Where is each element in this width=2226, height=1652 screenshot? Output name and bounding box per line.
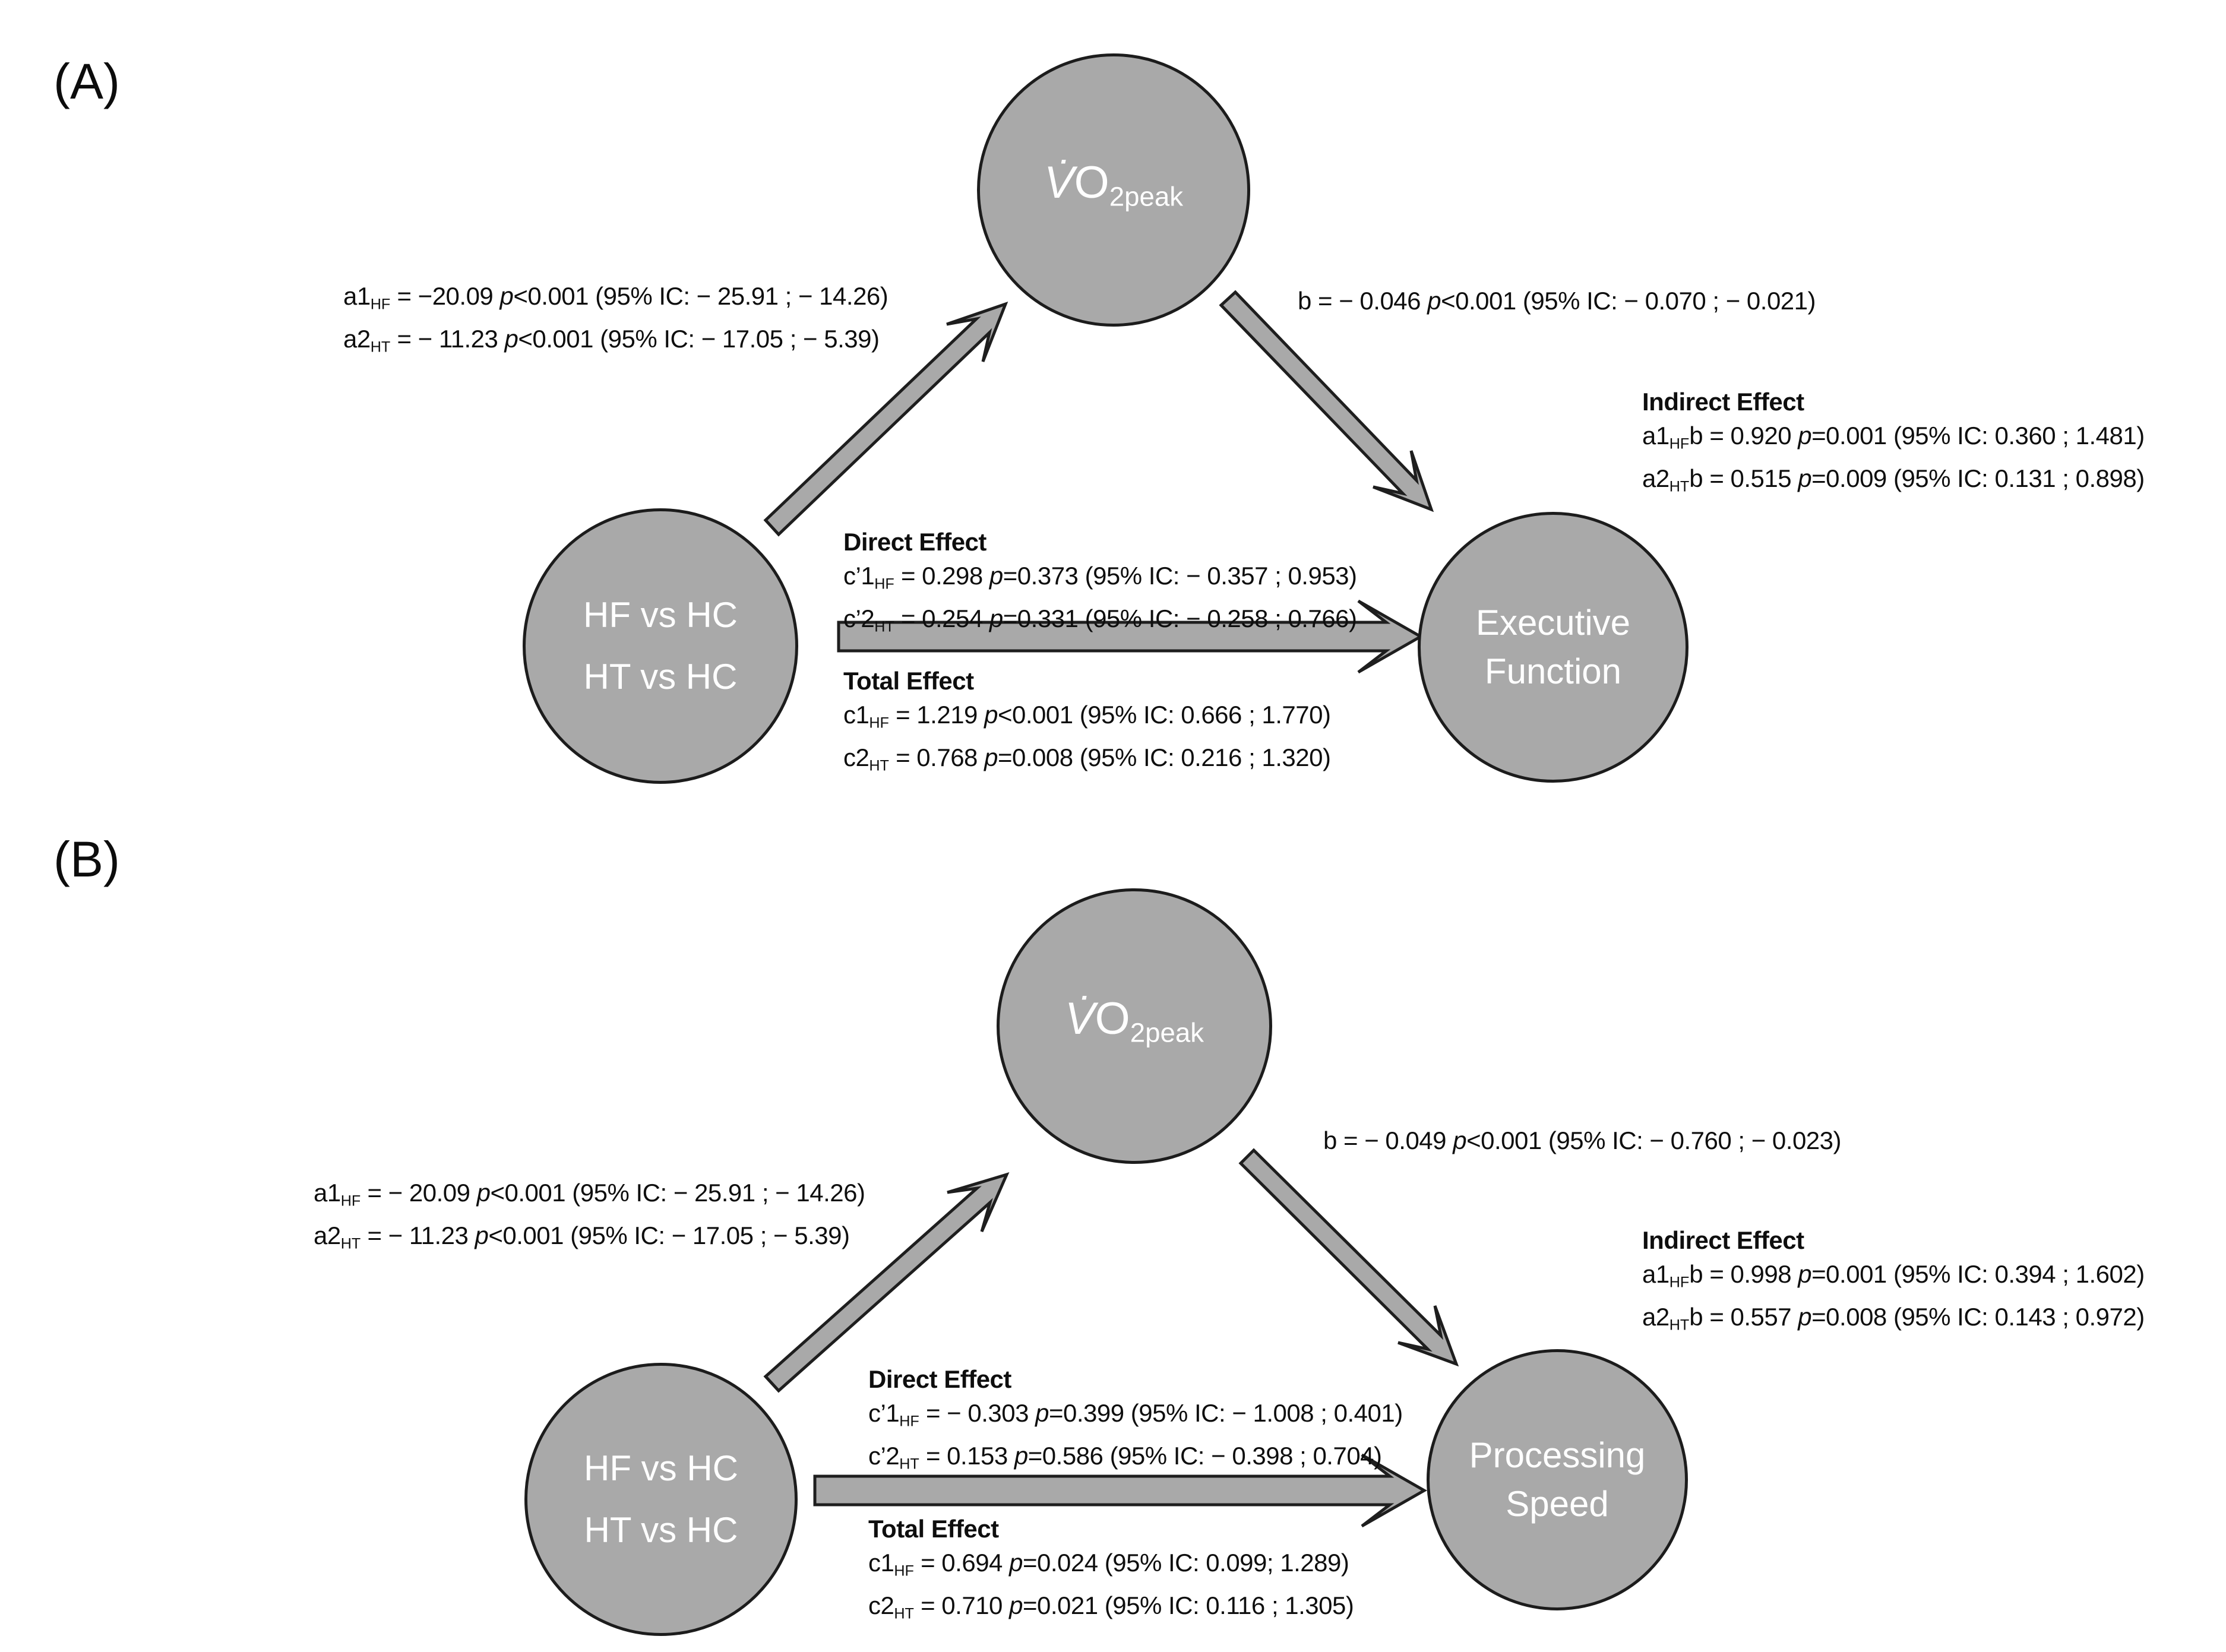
stat-line: c’1HF = 0.298 p=0.373 (95% IC: − 0.357 ;… — [843, 562, 1357, 593]
stat-line: a1HF = −20.09 p<0.001 (95% IC: − 25.91 ;… — [343, 282, 888, 313]
stat-line: c2HT = 0.710 p=0.021 (95% IC: 0.116 ; 1.… — [868, 1591, 1354, 1622]
stat-line: a2HT = − 11.23 p<0.001 (95% IC: − 17.05 … — [314, 1221, 850, 1252]
panel-b-b-path-arrow — [1238, 1148, 1459, 1367]
panel-a-total-effect: Total Effect c1HF = 1.219 p<0.001 (95% I… — [843, 664, 1331, 783]
total-effect-heading: Total Effect — [868, 1515, 999, 1543]
panel-a-predictor-line-2: HT vs HC — [583, 657, 738, 697]
panel-b-predictor-line-1: HF vs HC — [584, 1448, 738, 1488]
panel-a-outcome-line-2: Function — [1484, 651, 1622, 691]
direct-effect-heading: Direct Effect — [843, 528, 986, 556]
panel-b-total-effect: Total Effect c1HF = 0.694 p=0.024 (95% I… — [868, 1512, 1354, 1631]
panel-b-outcome-line-2: Speed — [1506, 1484, 1609, 1524]
panel-b-predictor-node: HF vs HC HT vs HC — [524, 1363, 798, 1636]
indirect-effect-heading: Indirect Effect — [1642, 388, 1804, 416]
panel-b-outcome-line-1: Processing — [1469, 1435, 1646, 1475]
panel-a-label: (A) — [53, 53, 120, 109]
panel-b-direct-effect: Direct Effect c’1HF = − 0.303 p=0.399 (9… — [868, 1362, 1403, 1481]
stat-line: a2HT = − 11.23 p<0.001 (95% IC: − 17.05 … — [343, 324, 880, 356]
stat-line: a2HTb = 0.515 p=0.009 (95% IC: 0.131 ; 0… — [1642, 464, 2145, 495]
direct-effect-heading: Direct Effect — [868, 1365, 1011, 1393]
stat-line: b = − 0.049 p<0.001 (95% IC: − 0.760 ; −… — [1323, 1126, 1842, 1154]
panel-a-direct-path-arrow — [837, 599, 1424, 674]
panel-a-outcome-node: Executive Function — [1418, 512, 1689, 783]
panel-b-label: (B) — [53, 831, 120, 887]
panel-a-a-path-arrow — [763, 301, 1008, 537]
panel-a-mediator-node: V̇O2peak — [977, 53, 1250, 327]
panel-b-direct-path-arrow — [813, 1453, 1428, 1528]
stat-line: a1HF = − 20.09 p<0.001 (95% IC: − 25.91 … — [314, 1179, 865, 1210]
stat-line: b = − 0.046 p<0.001 (95% IC: − 0.070 ; −… — [1298, 287, 1816, 315]
panel-a-direct-effect: Direct Effect c’1HF = 0.298 p=0.373 (95%… — [843, 525, 1357, 644]
panel-b-b-path-stat: b = − 0.049 p<0.001 (95% IC: − 0.760 ; −… — [1323, 1124, 1842, 1157]
panel-b-mediator-label: V̇O2peak — [1064, 993, 1204, 1048]
panel-a-predictor-line-1: HF vs HC — [583, 595, 738, 635]
panel-b-a-path-stats: a1HF = − 20.09 p<0.001 (95% IC: − 25.91 … — [314, 1176, 865, 1261]
stat-line: c2HT = 0.768 p=0.008 (95% IC: 0.216 ; 1.… — [843, 743, 1331, 774]
panel-b-predictor-line-2: HT vs HC — [584, 1510, 738, 1550]
panel-a-a-path-stats: a1HF = −20.09 p<0.001 (95% IC: − 25.91 ;… — [343, 279, 888, 364]
panel-a-b-path-arrow — [1219, 290, 1434, 512]
panel-a-outcome-line-1: Executive — [1475, 603, 1631, 643]
panel-a-predictor-node: HF vs HC HT vs HC — [523, 508, 798, 784]
stat-line: a2HTb = 0.557 p=0.008 (95% IC: 0.143 ; 0… — [1642, 1302, 2145, 1334]
stat-line: c’2HT = 0.254 p=0.331 (95% IC: − 0.258 ;… — [843, 604, 1357, 635]
panel-b-indirect-effect: Indirect Effect a1HFb = 0.998 p=0.001 (9… — [1642, 1223, 2145, 1342]
indirect-effect-heading: Indirect Effect — [1642, 1226, 1804, 1254]
panel-b-mediator-node: V̇O2peak — [997, 888, 1272, 1164]
stat-line: c1HF = 0.694 p=0.024 (95% IC: 0.099; 1.2… — [868, 1549, 1349, 1580]
panel-a-mediator-label: V̇O2peak — [1044, 157, 1184, 212]
panel-a-indirect-effect: Indirect Effect a1HFb = 0.920 p=0.001 (9… — [1642, 385, 2145, 504]
panel-b-outcome-node: Processing Speed — [1427, 1349, 1688, 1610]
stat-line: a1HFb = 0.920 p=0.001 (95% IC: 0.360 ; 1… — [1642, 422, 2145, 452]
stat-line: c1HF = 1.219 p<0.001 (95% IC: 0.666 ; 1.… — [843, 701, 1331, 732]
stat-line: c’1HF = − 0.303 p=0.399 (95% IC: − 1.008… — [868, 1399, 1403, 1430]
stat-line: a1HFb = 0.998 p=0.001 (95% IC: 0.394 ; 1… — [1642, 1260, 2145, 1291]
panel-b-a-path-arrow — [763, 1172, 1010, 1393]
stat-line: c’2HT = 0.153 p=0.586 (95% IC: − 0.398 ;… — [868, 1441, 1382, 1473]
total-effect-heading: Total Effect — [843, 667, 974, 695]
panel-a-b-path-stat: b = − 0.046 p<0.001 (95% IC: − 0.070 ; −… — [1298, 284, 1816, 318]
